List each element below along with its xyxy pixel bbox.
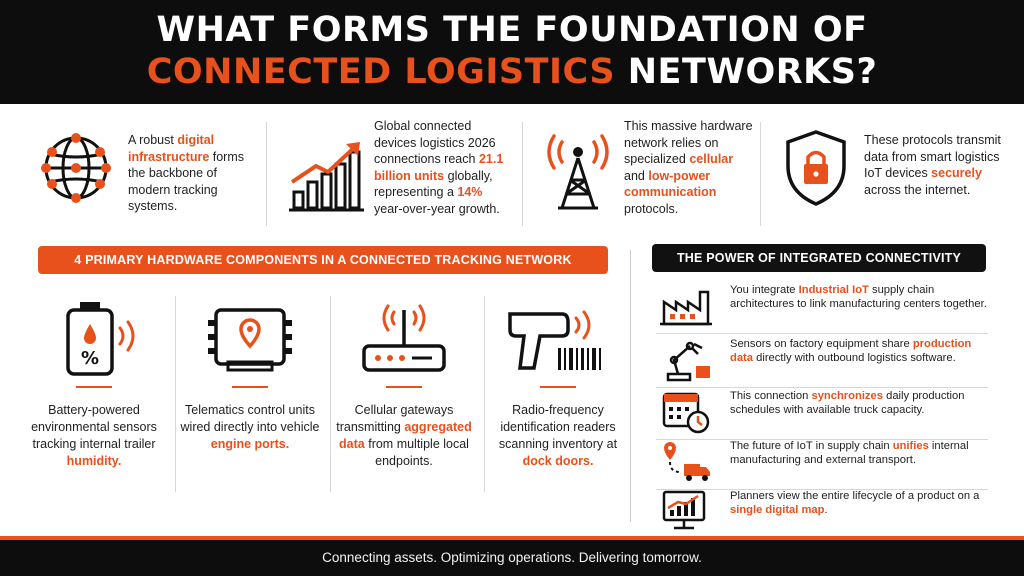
divider bbox=[656, 333, 988, 334]
divider bbox=[175, 296, 176, 492]
divider bbox=[656, 387, 988, 388]
footer-accent-stripe bbox=[0, 536, 1024, 540]
page-title-line-1: WHAT FORMS THE FOUNDATION OF bbox=[156, 10, 868, 50]
growth-chart-icon bbox=[289, 142, 364, 212]
component-cellular-gateway: Cellular gateways transmitting aggregate… bbox=[330, 296, 478, 496]
connectivity-text: Planners view the entire lifecycle of a … bbox=[730, 490, 980, 516]
stat-text: This massive hardware network relies on … bbox=[624, 119, 753, 216]
accent-bar bbox=[540, 386, 576, 388]
connectivity-row-digital-map: Planners view the entire lifecycle of a … bbox=[656, 486, 988, 536]
component-telematics-unit: Telematics control units wired directly … bbox=[176, 296, 324, 496]
component-text: Telematics control units wired directly … bbox=[180, 403, 320, 451]
stat-hardware-network: This massive hardware network relies on … bbox=[538, 118, 758, 230]
battery-sensor-icon: % bbox=[66, 302, 135, 376]
stat-text: A robust digital infrastructure forms th… bbox=[128, 133, 245, 213]
rfid-scanner-icon bbox=[508, 310, 601, 370]
connectivity-text: You integrate Industrial IoT supply chai… bbox=[730, 284, 987, 310]
robot-arm-icon bbox=[666, 341, 710, 382]
connectivity-row-iiot: You integrate Industrial IoT supply chai… bbox=[656, 280, 988, 334]
connectivity-row-unifies: The future of IoT in supply chain unifie… bbox=[656, 436, 988, 490]
svg-text:%: % bbox=[81, 348, 99, 369]
divider bbox=[484, 296, 485, 492]
stat-security: These protocols transmit data from smart… bbox=[780, 118, 1001, 230]
connectivity-row-synchronizes: This connection synchronizes daily produ… bbox=[656, 386, 988, 440]
telematics-unit-icon bbox=[208, 308, 292, 372]
route-truck-icon bbox=[664, 442, 710, 481]
hardware-components-banner: 4 PRIMARY HARDWARE COMPONENTS IN A CONNE… bbox=[38, 246, 608, 274]
monitor-chart-icon bbox=[662, 490, 706, 530]
component-text: Cellular gateways transmitting aggregate… bbox=[336, 403, 472, 468]
divider bbox=[330, 296, 331, 492]
stat-connected-devices: Global connected devices logistics 2026 … bbox=[286, 118, 510, 230]
title-highlight: CONNECTED LOGISTICS bbox=[146, 52, 616, 92]
factory-icon bbox=[660, 290, 712, 326]
divider bbox=[522, 122, 523, 226]
globe-network-icon bbox=[41, 133, 111, 203]
calendar-clock-icon bbox=[662, 392, 710, 434]
footer-tagline: Connecting assets. Optimizing operations… bbox=[0, 540, 1024, 576]
divider bbox=[760, 122, 761, 226]
section-divider bbox=[630, 250, 631, 522]
page-title-line-2: CONNECTED LOGISTICS NETWORKS? bbox=[0, 52, 1024, 92]
connectivity-title: THE POWER OF INTEGRATED CONNECTIVITY bbox=[652, 244, 986, 272]
divider bbox=[266, 122, 267, 226]
security-shield-icon bbox=[786, 130, 846, 206]
accent-bar bbox=[386, 386, 422, 388]
connectivity-text: The future of IoT in supply chain unifie… bbox=[730, 440, 969, 466]
divider bbox=[656, 439, 988, 440]
component-rfid-reader: Radio-frequency identification readers s… bbox=[484, 296, 632, 496]
connectivity-row-production-data: Sensors on factory equipment share produ… bbox=[656, 334, 988, 388]
connectivity-text: This connection synchronizes daily produ… bbox=[730, 390, 965, 416]
accent-bar bbox=[76, 386, 112, 388]
header-banner: WHAT FORMS THE FOUNDATION OF CONNECTED L… bbox=[0, 0, 1024, 104]
component-battery-sensor: % Battery-powered environmental sensors … bbox=[20, 296, 168, 496]
cellular-gateway-icon bbox=[362, 304, 446, 372]
stat-text: Global connected devices logistics 2026 … bbox=[374, 119, 504, 216]
cell-tower-icon bbox=[547, 134, 609, 210]
connectivity-text: Sensors on factory equipment share produ… bbox=[730, 338, 972, 364]
stat-digital-infrastructure: A robust digital infrastructure forms th… bbox=[36, 118, 256, 230]
component-text: Battery-powered environmental sensors tr… bbox=[31, 403, 157, 468]
title-rest: NETWORKS? bbox=[615, 52, 878, 92]
accent-bar bbox=[232, 386, 268, 388]
component-text: Radio-frequency identification readers s… bbox=[498, 403, 618, 468]
stat-text: These protocols transmit data from smart… bbox=[864, 133, 1001, 197]
divider bbox=[656, 489, 988, 490]
